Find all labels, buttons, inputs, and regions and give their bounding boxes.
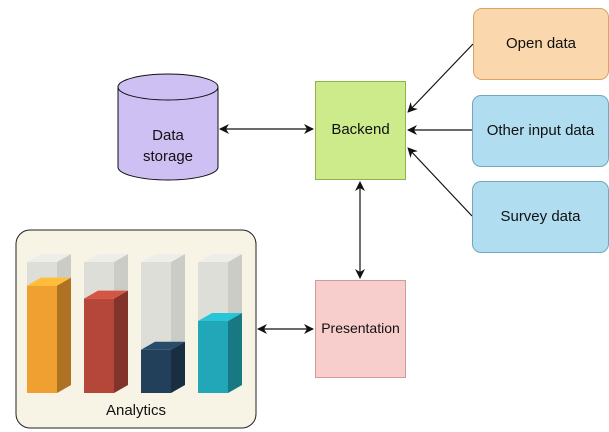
backend-node: Backend	[315, 81, 406, 180]
data-storage-label: Data storage	[118, 125, 218, 167]
analytics-bar-orange-ghost-top	[27, 254, 71, 262]
analytics-bar-teal-side	[228, 312, 242, 393]
analytics-bar-red-front	[84, 298, 114, 393]
presentation-node: Presentation	[315, 280, 406, 378]
analytics-bar-red-ghost-top	[84, 254, 128, 262]
analytics-bar-navy-front	[141, 349, 171, 393]
analytics-panel	[15, 229, 257, 429]
analytics-bar-red-side	[114, 290, 128, 393]
open-data-node: Open data	[473, 8, 609, 80]
analytics-bar-chart	[27, 254, 242, 393]
analytics-bar-navy-ghost-top	[141, 254, 185, 262]
survey-data-label: Survey data	[500, 207, 581, 225]
analytics-bar-teal-front	[198, 320, 228, 393]
analytics-bar-navy-top	[141, 341, 185, 350]
arrow-opendata-backend	[407, 43, 474, 113]
backend-label: Backend	[331, 121, 390, 139]
survey-data-node: Survey data	[472, 181, 609, 253]
analytics-label: Analytics	[105, 402, 167, 419]
analytics-bar-red-top	[84, 290, 128, 299]
analytics-bar-orange-front	[27, 285, 57, 393]
other-input-data-node: Other input data	[472, 95, 609, 167]
other-input-data-label: Other input data	[486, 121, 595, 139]
data-storage-label-line1: Data	[152, 127, 184, 144]
open-data-label: Open data	[505, 34, 577, 52]
arrow-survey-backend	[407, 147, 473, 217]
analytics-bar-teal-ghost-top	[198, 254, 242, 262]
data-storage-cylinder	[117, 73, 219, 181]
analytics-bar-navy-side	[171, 341, 185, 393]
analytics-bar-teal-top	[198, 312, 242, 321]
data-storage-label-line2: storage	[142, 148, 194, 165]
analytics-bar-orange-side	[57, 277, 71, 393]
analytics-bar-orange-top	[27, 277, 71, 286]
presentation-label: Presentation	[321, 320, 400, 337]
